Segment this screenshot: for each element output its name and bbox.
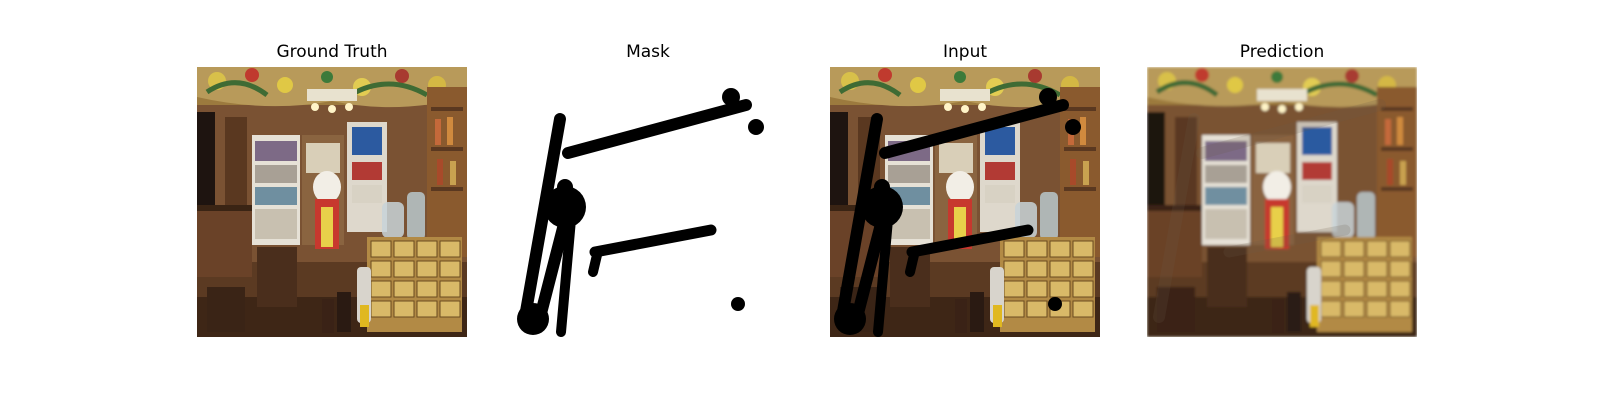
panel-prediction: Prediction	[1147, 0, 1417, 400]
input-image	[830, 67, 1100, 337]
prediction-scene	[1147, 67, 1417, 337]
mask-scene	[513, 67, 783, 337]
mask-image	[513, 67, 783, 337]
ground-truth-scene	[197, 67, 467, 337]
panel-input: Input	[830, 0, 1100, 400]
panel-title-ground-truth: Ground Truth	[276, 42, 388, 62]
prediction-image	[1147, 67, 1417, 337]
ground-truth-image	[197, 67, 467, 337]
panel-title-prediction: Prediction	[1239, 42, 1325, 62]
panel-mask: Mask	[513, 0, 783, 400]
panel-title-mask: Mask	[626, 42, 670, 62]
panel-title-input: Input	[942, 42, 988, 62]
input-scene	[830, 67, 1100, 337]
panel-ground-truth: Ground Truth	[197, 0, 467, 400]
